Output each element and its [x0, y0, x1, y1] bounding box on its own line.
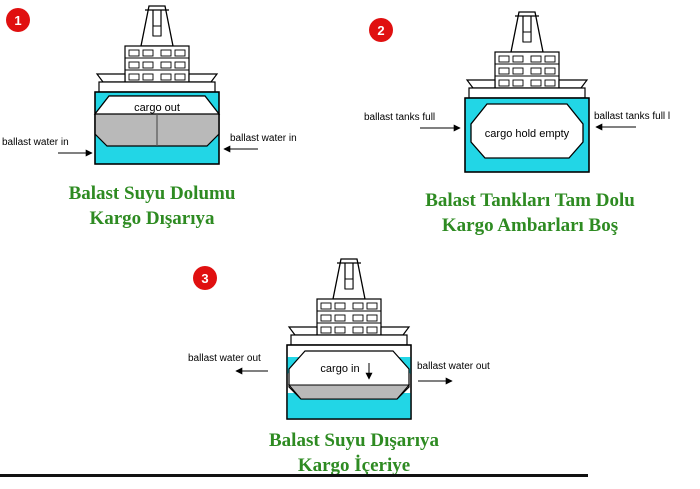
step-badge-2 — [369, 18, 393, 42]
hold-label-3: cargo in — [320, 363, 359, 375]
panel-3: 3 cargo in ballast water out ballast wat… — [188, 258, 490, 420]
caption-2-line-1: Balast Tankları Tam Dolu — [425, 190, 635, 211]
caption-1: Balast Suyu Dolumu Kargo Dışarıya — [52, 181, 252, 231]
step-badge-1 — [6, 8, 30, 32]
caption-1-line-2: Kargo Dışarıya — [89, 208, 215, 229]
caption-3-line-1: Balast Suyu Dışarıya — [269, 430, 439, 451]
bottom-divider — [0, 474, 588, 477]
step-badge-3 — [193, 266, 217, 290]
ship-3 — [286, 258, 412, 420]
cargo-level — [287, 384, 411, 400]
hold-label-1: cargo out — [134, 102, 180, 114]
right-flow-label-3: ballast water out — [417, 361, 490, 372]
hold-label-2: cargo hold empty — [485, 128, 570, 140]
left-flow-label-1: ballast water in — [2, 137, 69, 148]
caption-2-line-2: Kargo Ambarları Boş — [441, 215, 619, 236]
left-flow-label-2: ballast tanks full — [364, 112, 435, 123]
step-badge-1-label: 1 — [14, 13, 21, 28]
caption-1-line-1: Balast Suyu Dolumu — [68, 183, 236, 204]
caption-3: Balast Suyu Dışarıya Kargo İçeriye — [249, 428, 459, 478]
cargo-hold-empty — [470, 103, 584, 159]
caption-3-line-2: Kargo İçeriye — [297, 455, 411, 476]
caption-2: Balast Tankları Tam Dolu Kargo Ambarları… — [405, 188, 655, 238]
right-flow-label-2: ballast tanks full l — [594, 111, 670, 122]
panel-2: 2 cargo hold empty ballast tanks full ba… — [364, 11, 670, 173]
left-flow-label-3: ballast water out — [188, 353, 261, 364]
right-flow-label-1: ballast water in — [230, 133, 297, 144]
step-badge-2-label: 2 — [377, 23, 384, 38]
step-badge-3-label: 3 — [201, 271, 208, 286]
ship-2 — [464, 11, 590, 173]
ship-1 — [93, 5, 221, 165]
panel-1: 1 cargo out ballast water in ballast wat… — [2, 5, 297, 165]
